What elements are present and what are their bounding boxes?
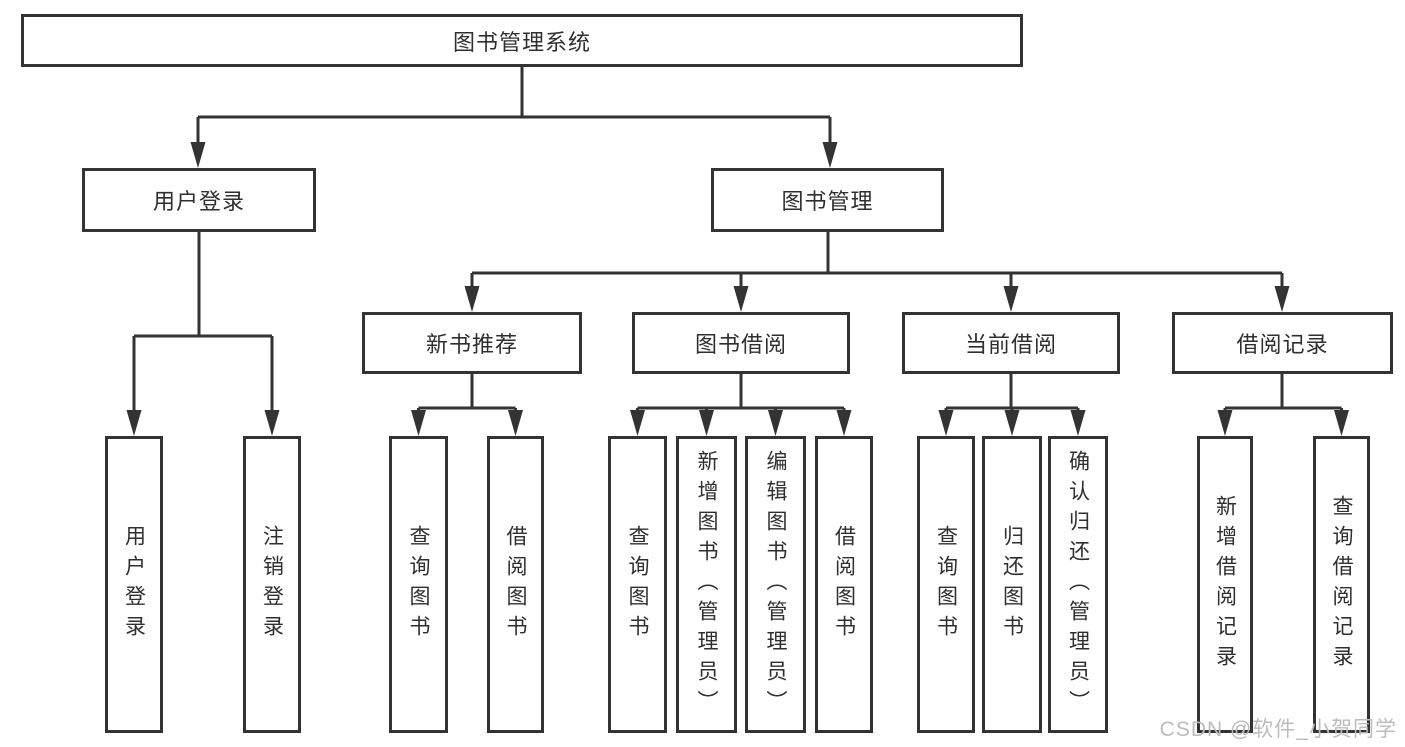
arrowhead-icon [411,410,426,436]
leaf-user-login: 用户登录 [105,436,163,733]
leaf-edit-books-admin-label: 编辑图书（管理员） [764,449,787,720]
leaf-query-borrow-record-label: 查询借阅记录 [1330,494,1353,675]
node-user-login: 用户登录 [82,168,316,232]
arrowhead-icon [1334,410,1349,436]
node-new-book-recommend: 新书推荐 [362,312,582,374]
arrowhead-icon [264,410,280,436]
arrowhead-icon [126,410,142,436]
leaf-query-borrow-record: 查询借阅记录 [1313,436,1370,733]
leaf-query-books-2-label: 查询图书 [626,524,649,645]
leaf-query-books-2: 查询图书 [608,436,667,733]
arrowhead-icon [822,142,838,168]
arrowhead-icon [1217,410,1233,436]
arrowhead-icon [464,286,480,312]
arrowhead-icon [836,410,852,436]
leaf-add-borrow-record: 新增借阅记录 [1197,436,1253,733]
leaf-return-books: 归还图书 [982,436,1042,733]
leaf-add-borrow-record-label: 新增借阅记录 [1213,494,1237,675]
leaf-user-login-label: 用户登录 [122,524,146,645]
node-borrow-records: 借阅记录 [1172,312,1393,374]
leaf-edit-books-admin: 编辑图书（管理员） [745,436,806,733]
arrowhead-icon [508,410,523,436]
arrowhead-icon [699,410,714,436]
node-library-management-system: 图书管理系统 [21,14,1023,67]
csdn-watermark: CSDN @软件_小贺同学 [1159,718,1397,741]
leaf-query-books-3-label: 查询图书 [934,524,958,645]
arrowhead-icon [733,286,749,312]
leaf-query-books-1-label: 查询图书 [407,524,430,645]
node-current-borrow: 当前借阅 [902,312,1120,374]
leaf-add-books-admin-label: 新增图书（管理员） [695,449,718,720]
node-book-borrow: 图书借阅 [632,312,850,374]
leaf-logout-label: 注销登录 [260,524,284,645]
leaf-return-books-label: 归还图书 [1000,524,1024,645]
arrowhead-icon [768,410,783,436]
leaf-borrow-books-1-label: 借阅图书 [504,524,527,645]
arrowhead-icon [1070,410,1086,436]
arrowhead-icon [938,410,954,436]
node-book-management: 图书管理 [711,168,944,232]
leaf-query-books-3: 查询图书 [917,436,975,733]
leaf-borrow-books-2: 借阅图书 [815,436,873,733]
arrowhead-icon [1003,286,1019,312]
arrowhead-icon [630,410,645,436]
leaf-confirm-return-admin-label: 确认归还（管理员） [1066,449,1090,720]
arrowhead-icon [190,142,206,168]
leaf-add-books-admin: 新增图书（管理员） [676,436,737,733]
arrowhead-icon [1274,286,1290,312]
leaf-query-books-1: 查询图书 [389,436,448,733]
leaf-logout: 注销登录 [243,436,301,733]
leaf-borrow-books-2-label: 借阅图书 [832,524,856,645]
arrowhead-icon [1004,410,1020,436]
leaf-confirm-return-admin: 确认归还（管理员） [1048,436,1108,733]
leaf-borrow-books-1: 借阅图书 [487,436,544,733]
